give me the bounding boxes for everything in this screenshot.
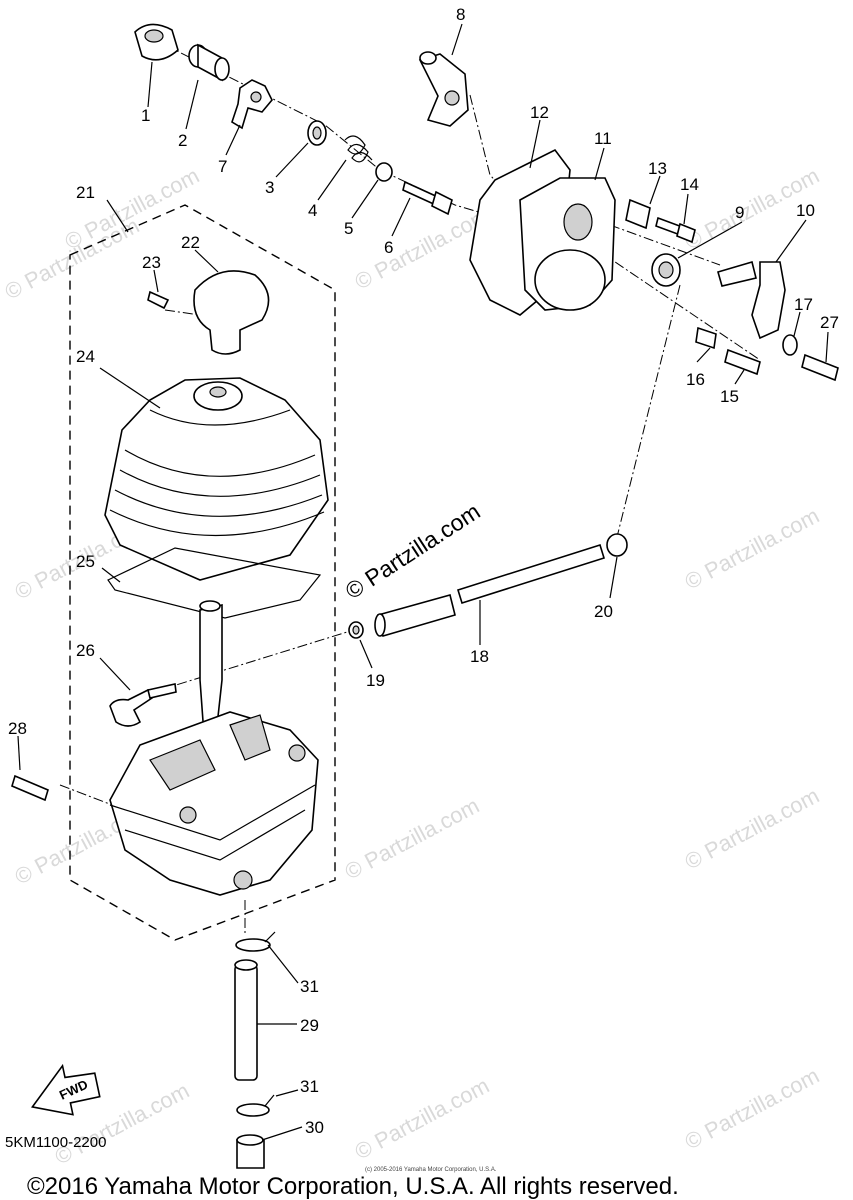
part-5-washer	[375, 162, 393, 182]
callout-30: 30	[305, 1118, 324, 1137]
callout-26: 26	[76, 641, 95, 660]
diagram-code: 5KM1100-2200	[5, 1134, 106, 1151]
fwd-arrow: FWD	[31, 1063, 101, 1116]
callout-21: 21	[76, 183, 95, 202]
callout-31-upper: 31	[300, 977, 319, 996]
callout-numbers: 1 2 3 4 5 6 7 8 9 10 11 12 13 14 15 16 1…	[8, 5, 839, 1137]
part-14-bolt	[655, 216, 696, 244]
watermark-faint: © Partzilla.com	[351, 1073, 494, 1165]
callout-11: 11	[594, 129, 612, 148]
part-13-pin	[625, 198, 651, 230]
callout-3: 3	[265, 178, 274, 197]
callout-10: 10	[796, 201, 815, 220]
shift-shaft	[199, 600, 223, 736]
part-27-bolt	[801, 353, 839, 382]
callout-12: 12	[530, 103, 549, 122]
part-31-clip-lower	[236, 1103, 270, 1117]
part-10-lever	[717, 260, 786, 340]
part-26-elbow-bolt	[109, 683, 177, 727]
callout-23: 23	[142, 253, 161, 272]
part-8-sector-arm	[418, 51, 469, 127]
watermark-faint-group: © Partzilla.com © Partzilla.com © Partzi…	[1, 163, 824, 1170]
part-19-collar	[348, 621, 364, 639]
part-4-spring	[344, 135, 373, 163]
callout-14: 14	[680, 175, 699, 194]
callout-5: 5	[344, 219, 353, 238]
part-11-housing	[519, 177, 616, 311]
part-15-bolt	[724, 348, 761, 376]
shifter-base	[109, 711, 319, 896]
part-29-tube	[234, 959, 258, 1081]
part-16-collar	[695, 326, 717, 350]
callout-2: 2	[178, 131, 187, 150]
part-7-gear-lever	[231, 79, 273, 130]
part-18-rod	[374, 543, 605, 638]
callout-17: 17	[794, 295, 813, 314]
callout-27: 27	[820, 313, 839, 332]
part-20-nut	[606, 533, 628, 557]
callout-16: 16	[686, 370, 705, 389]
fine-print: (c) 2005-2016 Yamaha Motor Corporation, …	[365, 1167, 497, 1173]
callout-24: 24	[76, 347, 95, 366]
callout-18: 18	[470, 647, 489, 666]
watermark-faint: © Partzilla.com	[681, 783, 824, 875]
watermark-faint: © Partzilla.com	[681, 503, 824, 595]
callout-1: 1	[141, 106, 150, 125]
part-31-clip-upper	[235, 938, 271, 952]
leader-lines	[17, 23, 829, 1141]
part-22-shift-knob	[193, 270, 270, 355]
part-25-wire-frame	[107, 547, 322, 619]
callout-20: 20	[594, 602, 613, 621]
callout-6: 6	[384, 238, 393, 257]
part-23-screw	[147, 290, 170, 310]
callout-8: 8	[456, 5, 465, 24]
callout-25: 25	[76, 552, 95, 571]
callout-19: 19	[366, 671, 385, 690]
copyright-line: ©2016 Yamaha Motor Corporation, U.S.A. A…	[27, 1173, 679, 1200]
callout-15: 15	[720, 387, 739, 406]
callout-22: 22	[181, 233, 200, 252]
callout-29: 29	[300, 1016, 319, 1035]
part-1-collar	[134, 23, 179, 61]
part-2-bushing	[188, 43, 230, 82]
part-28-bolt	[11, 774, 49, 802]
callout-13: 13	[648, 159, 667, 178]
callout-9: 9	[735, 203, 744, 222]
callout-4: 4	[308, 201, 317, 220]
part-24-boot	[104, 377, 329, 581]
part-17-washer	[782, 334, 798, 356]
part-6-bolt	[402, 180, 453, 216]
callout-7: 7	[218, 157, 227, 176]
watermark-faint: © Partzilla.com	[681, 1063, 824, 1155]
watermark-faint: © Partzilla.com	[341, 793, 484, 885]
part-30-bushing	[236, 1134, 265, 1169]
assembly-outline	[69, 204, 336, 941]
callout-31-lower: 31	[300, 1077, 319, 1096]
callout-28: 28	[8, 719, 27, 738]
